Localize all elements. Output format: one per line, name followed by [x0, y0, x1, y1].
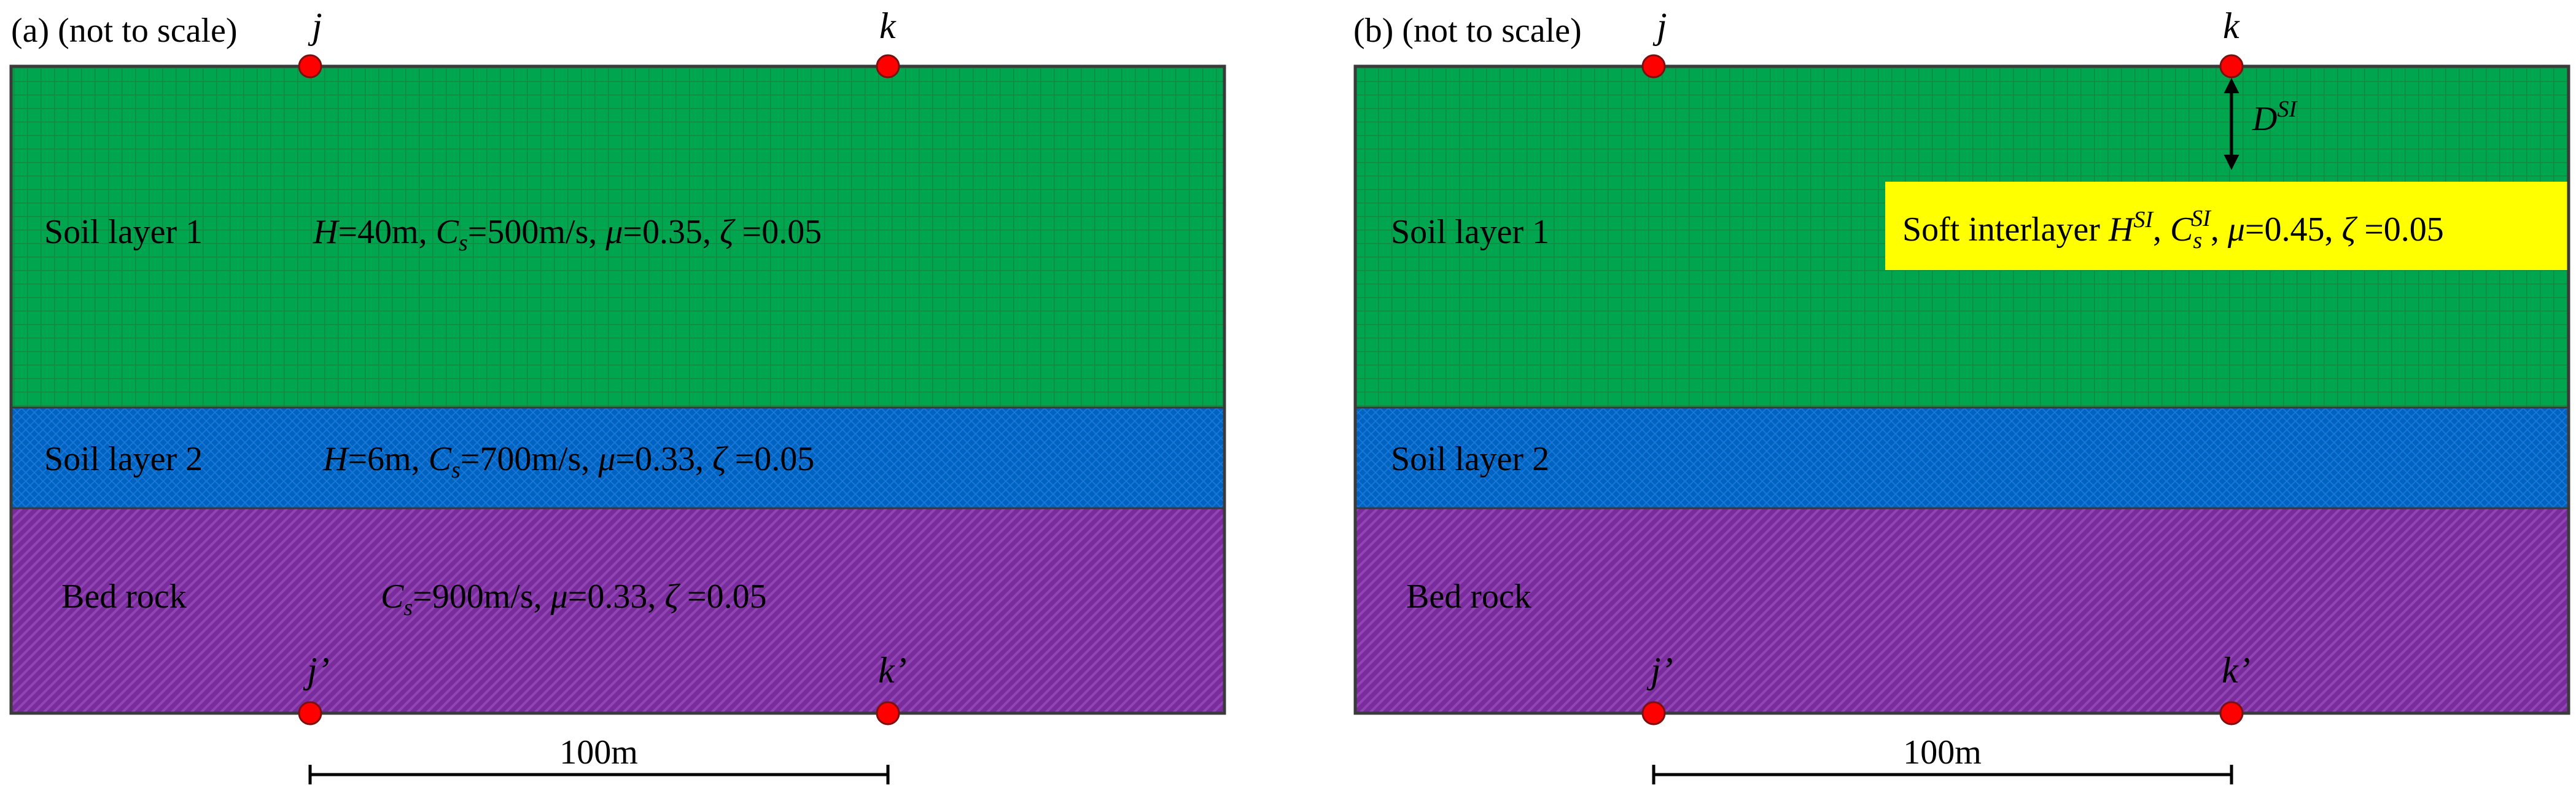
panel-a-soil-layer-1: [11, 66, 1224, 408]
panel-b-bedrock-name: Bed rock: [1406, 578, 1531, 616]
panel-b-frame: [1353, 64, 2570, 715]
panel-a-scale-bar: 100m: [308, 733, 890, 784]
panel-b-scale-bar: 100m: [1652, 733, 2233, 784]
panel-a-point-j-prime-label: j’: [303, 650, 330, 690]
panel-b-caption: (b) (not to scale): [1353, 12, 1582, 50]
panel-b-point-j-prime: [1641, 701, 1666, 725]
panel-a-layer-2-name: Soil layer 2: [44, 440, 203, 478]
panel-a-point-j: [298, 54, 322, 79]
panel-a-point-k-prime-label: k’: [878, 650, 907, 690]
panel-a-point-k-label: k: [879, 6, 897, 46]
panel-b-layer-1-name: Soil layer 1: [1391, 213, 1549, 251]
panel-a: (a) (not to scale) Soil layer 1 H=40m, C…: [9, 6, 1226, 784]
panel-a-soil-layer-2: [11, 408, 1224, 508]
panel-a-point-k-prime: [876, 701, 900, 725]
panel-a-point-j-prime: [298, 701, 322, 725]
panel-b-bedrock: [1355, 508, 2569, 713]
panel-a-scale-label: 100m: [559, 733, 638, 772]
panel-b-point-k: [2219, 54, 2244, 79]
panel-b: (b) (not to scale) Soft interlayer HSI, …: [1353, 6, 2570, 784]
panel-b-soft-interlayer: [1885, 182, 2569, 270]
panel-a-bedrock: [11, 508, 1224, 713]
panel-b-soil-layer-2: [1355, 408, 2569, 508]
panel-b-point-j-label: j: [1652, 6, 1667, 46]
panel-a-caption: (a) (not to scale): [11, 12, 237, 50]
panel-b-point-j: [1641, 54, 1666, 79]
panel-b-scale-label: 100m: [1903, 733, 1982, 772]
panel-b-point-k-prime-label: k’: [2222, 650, 2251, 690]
panel-b-point-j-prime-label: j’: [1646, 650, 1673, 690]
panel-a-bedrock-name: Bed rock: [61, 578, 187, 616]
panel-a-point-k: [876, 54, 900, 79]
panel-a-point-j-label: j: [308, 6, 322, 46]
panel-b-depth-label: DSI: [2252, 96, 2298, 138]
panel-b-interlayer-props: Soft interlayer HSI, CsSI, μ=0.45, ζ =0.…: [1902, 206, 2444, 253]
panel-a-layer-1-props: H=40m, Cs=500m/s, μ=0.35, ζ =0.05: [313, 213, 822, 256]
panel-b-layer-2-name: Soil layer 2: [1391, 440, 1549, 478]
panel-a-layer-1-name: Soil layer 1: [44, 213, 203, 251]
panel-a-layer-2-props: H=6m, Cs=700m/s, μ=0.33, ζ =0.05: [322, 440, 814, 483]
panel-b-point-k-label: k: [2223, 6, 2240, 46]
panel-b-point-k-prime: [2219, 701, 2244, 725]
panel-a-frame: [9, 64, 1226, 715]
panel-a-bedrock-props: Cs=900m/s, μ=0.33, ζ =0.05: [381, 578, 767, 621]
